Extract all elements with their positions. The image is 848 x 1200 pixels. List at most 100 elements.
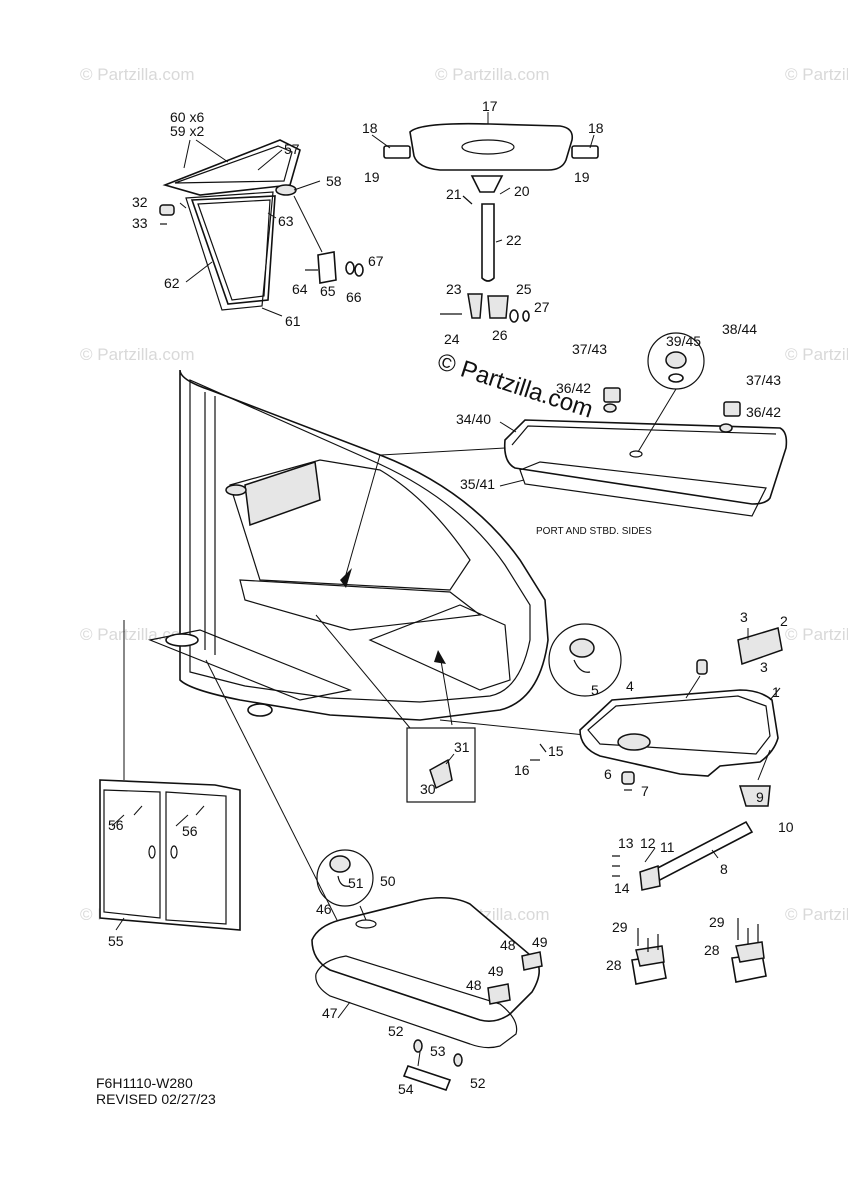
callout-62: 62 [164,275,180,291]
part-46-lid [311,896,540,1022]
part-1-lid [579,689,779,777]
part-20-base [470,175,504,193]
callout-9: 9 [756,789,764,805]
watermark: © Partzilla.com [80,65,195,84]
callout-6: 6 [604,766,612,782]
callout-39-45: 39/45 [666,333,701,349]
callout-36-42: 36/42 [556,380,591,396]
part-30-31-box [406,727,476,803]
part-4-callout-circle [548,623,622,697]
part-65-hinge [317,251,337,284]
panel-assembly [99,779,241,931]
callout-13: 13 [618,835,634,851]
callout-32: 32 [132,194,148,210]
callout-16: 16 [514,762,530,778]
callout-65: 65 [320,283,336,299]
callout-19: 19 [574,169,590,185]
watermark: © Partzilla.com [785,905,848,924]
callout-31: 31 [454,739,470,755]
callout-48: 48 [466,977,482,993]
callout-37-43: 37/43 [572,341,607,357]
callout-58: 58 [326,173,342,189]
callout-27: 27 [534,299,550,315]
part-61-seal [185,191,274,311]
callout-66: 66 [346,289,362,305]
hull-body [123,369,586,927]
part-34-40-lid [503,419,788,505]
callout-64: 64 [292,281,308,297]
callout-56: 56 [108,817,124,833]
callout-8: 8 [720,861,728,877]
part-35-41-seal [519,461,767,517]
part-50-callout-circle [316,849,374,907]
callout-18: 18 [362,120,378,136]
part-47-seal [315,955,518,1049]
callout-55: 55 [108,933,124,949]
callout-4: 4 [626,678,634,694]
callout-59-x2: 59 x2 [170,123,204,139]
callout-38-44: 38/44 [722,321,757,337]
callout-67: 67 [368,253,384,269]
storage-tray [229,459,471,591]
part-23-clip [467,293,483,319]
callout-26: 26 [492,327,508,343]
callout-12: 12 [640,835,656,851]
watermark: © Partzilla.com [785,65,848,84]
side-pocket [244,461,321,527]
callout-51: 51 [348,875,364,891]
callout-33: 33 [132,215,148,231]
callout-25: 25 [516,281,532,297]
hinge-sets [631,918,767,985]
callout-54: 54 [398,1081,414,1097]
front-well [368,604,511,691]
callout-30: 30 [420,781,436,797]
callout-11: 11 [660,839,675,855]
callout-2: 2 [780,613,788,629]
side-note: PORT AND STBD. SIDES [536,526,652,537]
callout-46: 46 [316,901,332,917]
part-55-panel [99,779,241,931]
callout-56: 56 [182,823,198,839]
watermark: © Partzilla.com [80,345,195,364]
callout-19: 19 [364,169,380,185]
hull-shell [179,369,549,721]
callout-35-41: 35/41 [460,476,495,492]
bottom-lid-assembly [311,849,543,1091]
part-58-cap [275,184,297,196]
latch-detail-box [406,727,476,803]
callout-57: 57 [284,141,300,157]
watermark: © Partzilla.com [785,625,848,644]
callout-1: 1 [772,684,780,700]
handle-assembly [371,112,599,323]
callout-50: 50 [380,873,396,889]
callout-3: 3 [760,659,768,675]
callout-37-43: 37/43 [746,372,781,388]
callout-49: 49 [488,963,504,979]
callout-52: 52 [470,1075,486,1091]
diagram-code: F6H1110-W280 [96,1075,193,1091]
callout-5: 5 [591,682,599,698]
part-9-bracket [738,785,771,807]
callout-14: 14 [614,880,630,896]
callout-20: 20 [514,183,530,199]
part-54-gas-stay [402,1065,452,1091]
front-lid-assembly [530,623,783,891]
part-62-door [190,195,276,305]
callout-47: 47 [322,1005,338,1021]
callout-52: 52 [388,1023,404,1039]
callout-48: 48 [500,937,516,953]
callout-17: 17 [482,98,498,114]
watermark: © Partzilla.com [435,65,550,84]
callout-labels: 1 2 3 3 4 5 6 7 8 9 10 11 12 13 14 15 16… [108,98,794,1097]
glovebox-lid-assembly [159,139,364,317]
callout-24: 24 [444,331,460,347]
callout-23: 23 [446,281,462,297]
callout-22: 22 [506,232,522,248]
watermark: © Partzilla.com [785,345,848,364]
part-25-clip [487,295,509,319]
callout-29: 29 [709,914,725,930]
callout-36-42: 36/42 [746,404,781,420]
callout-61: 61 [285,313,301,329]
callout-7: 7 [641,783,649,799]
